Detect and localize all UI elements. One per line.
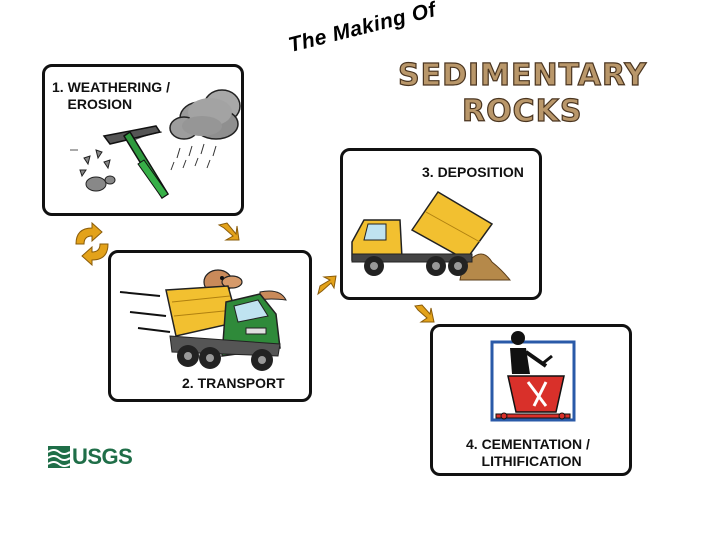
dump-truck-deposition-illustration	[342, 150, 540, 298]
usgs-logo-text: USGS	[72, 444, 132, 470]
cement-mixer-illustration	[490, 330, 580, 426]
weathering-illustration	[44, 66, 242, 214]
arrow-1-to-2-icon	[216, 220, 240, 244]
dump-truck-transport-illustration	[110, 252, 310, 372]
title-line-3: ROCKS	[462, 96, 582, 128]
step-transport-label: 2. TRANSPORT	[182, 375, 285, 392]
usgs-wave-logo-icon	[48, 446, 70, 468]
title-line-2: SEDIMENTARY	[398, 60, 647, 92]
arrow-3-to-4-icon	[412, 302, 436, 326]
rock-hammer-icon	[104, 126, 168, 198]
title-line-1: The Making Of	[286, 0, 439, 58]
rock-fragments	[80, 150, 115, 191]
arrow-2-to-3-icon	[314, 274, 338, 298]
step-cementation-label: 4. CEMENTATION / LITHIFICATION	[466, 436, 590, 470]
rain-cloud-icon	[170, 90, 240, 139]
speed-lines	[120, 292, 170, 332]
rain-drops	[171, 144, 216, 170]
